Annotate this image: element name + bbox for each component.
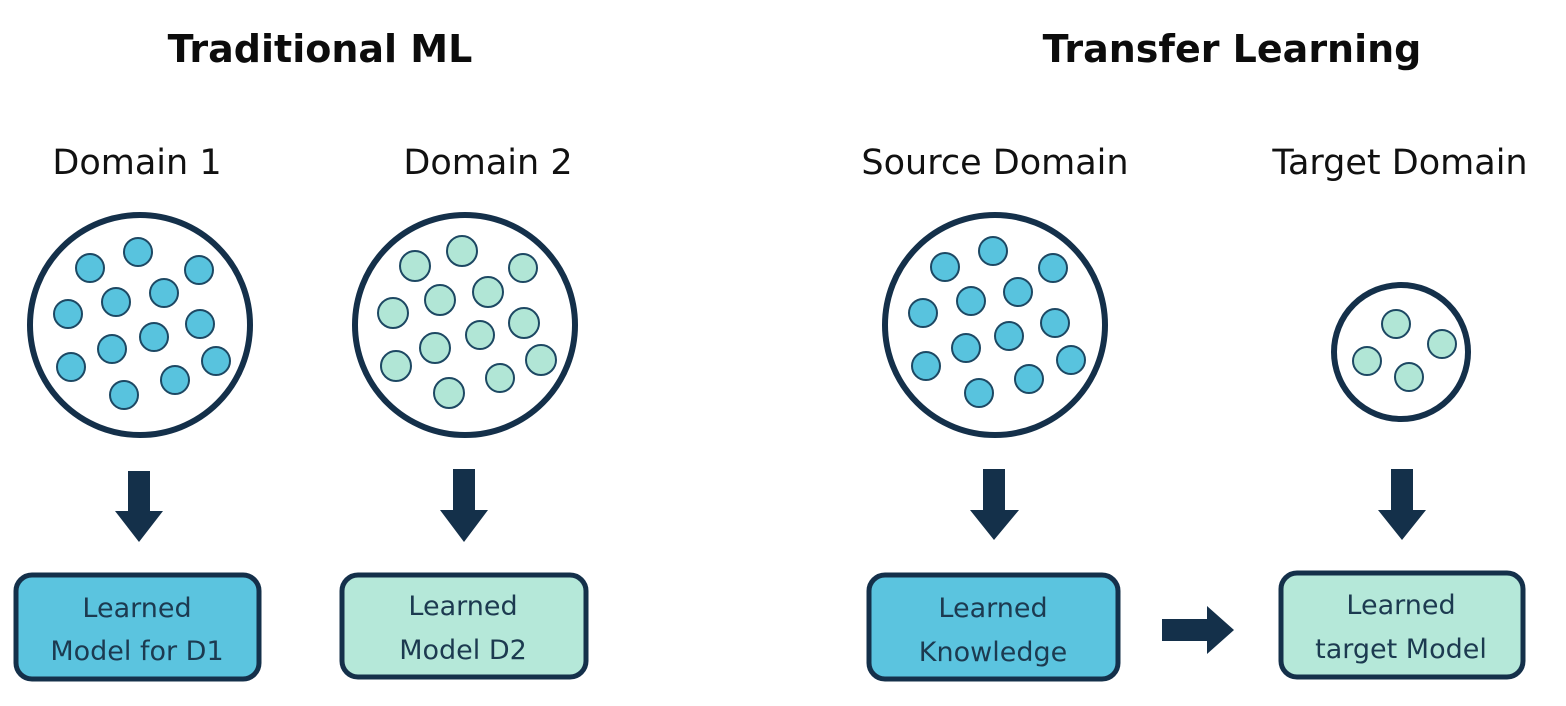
data-point <box>184 255 214 285</box>
data-point <box>56 352 86 382</box>
target-domain-boundary <box>1331 282 1471 422</box>
data-point <box>424 284 456 316</box>
data-point <box>1427 329 1457 359</box>
learned-knowledge-box: Learned Knowledge <box>866 572 1121 682</box>
data-point <box>525 344 557 376</box>
target-domain-cluster <box>1331 282 1471 422</box>
data-point <box>399 250 431 282</box>
data-point <box>951 333 981 363</box>
domain-2-label: Domain 2 <box>403 143 572 183</box>
data-point <box>201 346 231 376</box>
data-point <box>101 287 131 317</box>
data-point <box>908 298 938 328</box>
target-domain-label: Target Domain <box>1271 143 1527 183</box>
model-box-d1-line1: Learned <box>82 593 191 624</box>
data-point <box>123 237 153 267</box>
data-point <box>419 332 451 364</box>
data-point <box>911 351 941 381</box>
model-box-d2-line2: Model D2 <box>399 635 527 666</box>
data-point <box>1040 308 1070 338</box>
learned-model-d1-box: Learned Model for D1 <box>13 572 262 682</box>
data-point <box>930 252 960 282</box>
data-point <box>994 321 1024 351</box>
down-arrow-icon <box>1378 469 1426 540</box>
data-point <box>1381 309 1411 339</box>
data-point <box>978 236 1008 266</box>
data-point <box>160 365 190 395</box>
transfer-learning-title: Transfer Learning <box>1043 27 1422 71</box>
data-point <box>465 320 495 350</box>
data-point <box>97 334 127 364</box>
data-point <box>1352 346 1382 376</box>
data-point <box>433 377 465 409</box>
target-domain-points <box>1352 309 1457 392</box>
model-box-d2-line1: Learned <box>408 591 517 622</box>
down-arrow-icon <box>440 469 488 542</box>
data-point <box>139 322 169 352</box>
model-box-target-line2: target Model <box>1315 634 1487 665</box>
model-box-source-line1: Learned <box>938 593 1047 624</box>
model-box-source-shape <box>866 572 1121 682</box>
right-arrow-icon <box>1162 606 1234 654</box>
data-point <box>75 253 105 283</box>
data-point <box>1003 277 1033 307</box>
down-arrow-icon <box>970 469 1019 540</box>
data-point <box>956 286 986 316</box>
down-arrow-icon <box>115 471 163 542</box>
model-box-target-shape <box>1278 570 1526 680</box>
domain-2-points <box>377 235 557 409</box>
data-point <box>380 350 412 382</box>
data-point <box>472 276 504 308</box>
data-point <box>446 235 478 267</box>
data-point <box>485 363 515 393</box>
traditional-ml-title: Traditional ML <box>168 27 473 71</box>
learned-target-model-box: Learned target Model <box>1278 570 1526 680</box>
domain-1-points <box>53 237 231 410</box>
data-point <box>964 378 994 408</box>
model-box-d1-shape <box>13 572 262 682</box>
data-point <box>1394 362 1424 392</box>
data-point <box>53 299 83 329</box>
source-domain-cluster <box>882 212 1108 438</box>
data-point <box>377 297 409 329</box>
domain-1-label: Domain 1 <box>52 143 221 183</box>
learned-model-d2-box: Learned Model D2 <box>339 572 589 680</box>
model-box-d2-shape <box>339 572 589 680</box>
model-box-d1-line2: Model for D1 <box>50 636 223 667</box>
data-point <box>1056 345 1086 375</box>
source-domain-label: Source Domain <box>861 143 1128 183</box>
data-point <box>508 307 540 339</box>
data-point <box>1014 364 1044 394</box>
data-point <box>149 278 179 308</box>
data-point <box>185 309 215 339</box>
data-point <box>109 380 139 410</box>
data-point <box>1038 253 1068 283</box>
source-domain-points <box>908 236 1086 408</box>
model-box-target-line1: Learned <box>1346 590 1455 621</box>
domain-1-cluster <box>27 212 253 438</box>
model-box-source-line2: Knowledge <box>919 637 1067 668</box>
domain-2-cluster <box>352 212 578 438</box>
data-point <box>508 253 538 283</box>
